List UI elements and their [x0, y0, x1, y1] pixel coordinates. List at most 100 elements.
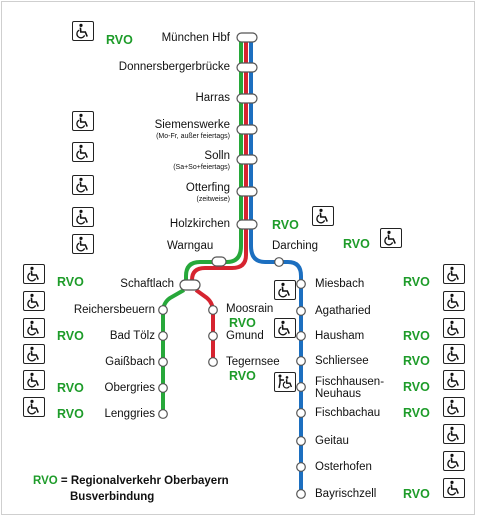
station-reichersbeuern: Reichersbeuern	[73, 304, 155, 316]
station-obergries: Obergries	[104, 382, 156, 394]
legend-line-1: RVO = Regionalverkehr Oberbayern	[33, 473, 229, 489]
stop-lenggries	[158, 409, 168, 419]
rvo-label: RVO	[106, 33, 133, 47]
wheelchair-access-icon	[72, 175, 94, 195]
stop-tegernsee	[208, 357, 218, 367]
wheelchair-access-icon	[23, 370, 45, 390]
wheelchair-access-icon	[23, 344, 45, 364]
stop-fischbachau	[296, 408, 306, 418]
station-gaissbach: Gaißbach	[105, 356, 155, 368]
wheelchair-access-icon	[443, 451, 465, 471]
station-darching: Darching	[272, 240, 319, 252]
station-warngau: Warngau	[167, 240, 214, 252]
wheelchair-access-icon	[443, 291, 465, 311]
stop-harras	[236, 93, 258, 104]
station-tegernsee: Tegernsee	[226, 356, 280, 368]
wheelchair-access-icon	[443, 370, 465, 390]
wheelchair-access-icon	[443, 478, 465, 498]
stop-otterfing	[236, 186, 258, 197]
rvo-label: RVO	[229, 369, 256, 383]
legend: RVO = Regionalverkehr Oberbayern Busverb…	[33, 473, 229, 505]
line-bayrischzell	[249, 245, 303, 494]
rvo-label: RVO	[403, 275, 430, 289]
stop-reichersbeuern	[158, 305, 168, 315]
wheelchair-access-icon	[380, 228, 402, 248]
stop-darching	[274, 257, 284, 267]
station-donnersbergerbruecke: Donnersbergerbrücke	[118, 61, 230, 73]
stop-geitau	[296, 436, 306, 446]
legend-line-2: Busverbindung	[70, 491, 155, 503]
line-red-to-schaftlach	[190, 254, 248, 284]
wheelchair-access-icon	[23, 397, 45, 417]
wheelchair-access-icon	[274, 280, 296, 300]
rvo-label: RVO	[403, 487, 430, 501]
line-green-to-schaftlach	[184, 245, 243, 284]
rvo-label: RVO	[57, 275, 84, 289]
station-fischhausen-neuhaus: Fischhausen- Neuhaus	[315, 376, 385, 400]
station-holzkirchen: Holzkirchen	[169, 218, 230, 230]
station-geitau: Geitau	[315, 435, 349, 447]
station-bad-toelz: Bad Tölz	[109, 330, 155, 342]
wheelchair-access-icon	[443, 424, 465, 444]
rvo-label: RVO	[343, 237, 370, 251]
legend-abbr: RVO	[33, 475, 58, 487]
station-moosrain: Moosrain	[226, 303, 274, 315]
wheelchair-access-icon	[443, 318, 465, 338]
stop-obergries	[158, 383, 168, 393]
wheelchair-access-icon	[23, 291, 45, 311]
wheelchair-access-icon	[274, 318, 296, 338]
wheelchair-access-icon	[72, 111, 94, 131]
rvo-label: RVO	[403, 329, 430, 343]
stop-gmund	[208, 331, 218, 341]
wheelchair-access-icon	[72, 234, 94, 254]
stop-warngau	[211, 256, 227, 267]
station-lenggries: Lenggries	[104, 408, 155, 420]
stop-schliersee	[296, 356, 306, 366]
station-muenchen-hbf: München Hbf	[161, 32, 230, 44]
stop-siemenswerke	[236, 124, 258, 135]
station-schliersee: Schliersee	[315, 355, 369, 367]
rvo-label: RVO	[272, 218, 299, 232]
station-bayrischzell: Bayrischzell	[315, 488, 377, 500]
legend-text: = Regionalverkehr Oberbayern	[57, 475, 229, 487]
line-tegernsee	[194, 288, 215, 362]
stop-fischhausen-neuhaus	[296, 382, 306, 392]
stop-muenchen-hbf	[236, 32, 258, 43]
assisted-wheelchair-icon	[274, 372, 296, 392]
stop-hausham	[296, 331, 306, 341]
station-solln-note: (Sa+So+feiertags)	[173, 164, 230, 171]
wheelchair-access-icon	[443, 264, 465, 284]
station-harras: Harras	[195, 92, 230, 104]
wheelchair-access-icon	[23, 264, 45, 284]
stop-gaissbach	[158, 357, 168, 367]
station-hausham: Hausham	[315, 330, 365, 342]
wheelchair-access-icon	[72, 142, 94, 162]
rvo-label: RVO	[403, 354, 430, 368]
station-schaftlach: Schaftlach	[120, 278, 174, 290]
stop-holzkirchen	[236, 219, 258, 230]
stop-bad-toelz	[158, 331, 168, 341]
station-gmund: Gmund	[226, 330, 264, 342]
wheelchair-access-icon	[312, 206, 334, 226]
station-agatharied: Agatharied	[315, 305, 371, 317]
rvo-label: RVO	[403, 406, 430, 420]
stop-moosrain	[208, 305, 218, 315]
rvo-label: RVO	[57, 329, 84, 343]
rvo-label: RVO	[57, 381, 84, 395]
stop-donnersbergerbruecke	[236, 62, 258, 73]
rvo-label: RVO	[403, 380, 430, 394]
wheelchair-access-icon	[23, 318, 45, 338]
station-solln: Solln	[204, 150, 230, 162]
wheelchair-access-icon	[443, 397, 465, 417]
wheelchair-access-icon	[72, 21, 94, 41]
station-otterfing-note: (zeitweise)	[196, 196, 230, 203]
station-siemenswerke-note: (Mo-Fr, außer feiertags)	[156, 133, 230, 140]
wheelchair-access-icon	[72, 207, 94, 227]
wheelchair-access-icon	[443, 344, 465, 364]
rvo-label: RVO	[57, 407, 84, 421]
stop-schaftlach	[179, 279, 201, 291]
stop-miesbach	[296, 279, 306, 289]
station-otterfing: Otterfing	[185, 182, 230, 194]
stop-osterhofen	[296, 462, 306, 472]
